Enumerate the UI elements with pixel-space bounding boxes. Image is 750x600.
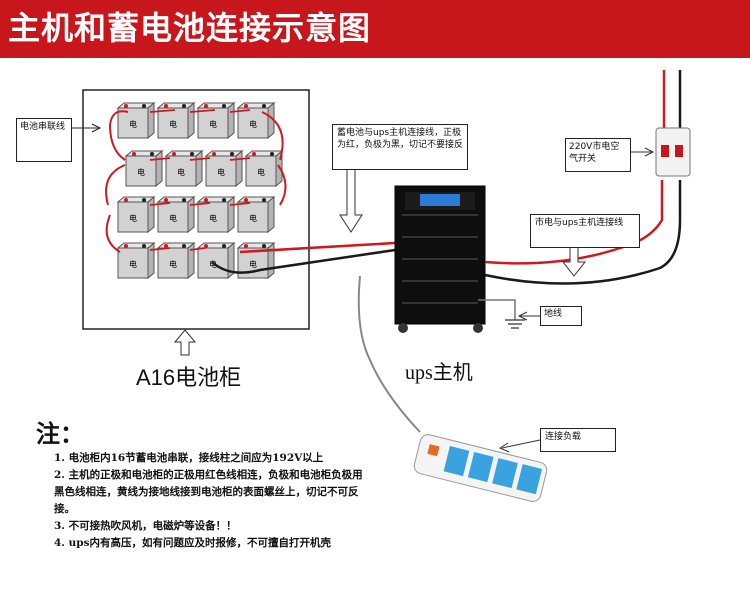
ground-wire: [478, 299, 516, 320]
notes-title: 注：: [36, 419, 84, 448]
battery-mark: 电: [249, 259, 257, 269]
battery-unit: 电: [196, 101, 236, 140]
battery-mark: 电: [209, 213, 217, 223]
battery-unit: 电: [164, 149, 204, 188]
series-wire-2: [105, 164, 126, 206]
note-item-2: 2. 主机的正极和电池柜的正极用红色线相连，负极和电池柜负极用黑色线相连，黄线为…: [54, 469, 363, 515]
battery-unit: 电: [236, 101, 276, 140]
battery-mark: 电: [169, 119, 177, 129]
breaker-callout: 220V市电空气开关: [565, 138, 631, 172]
ground-callout: 地线: [540, 306, 582, 326]
series-wire-4: [277, 164, 287, 206]
battery-mark: 电: [129, 119, 137, 129]
battery-mark: 电: [169, 213, 177, 223]
battery-negative-wire: [211, 248, 396, 274]
battery-unit: 电: [244, 149, 284, 188]
battery-unit: 电: [236, 195, 276, 234]
notes-list: 1. 电池柜内16节蓄电池串联，接线柱之间应为192V以上 2. 主机的正极和电…: [54, 450, 364, 552]
battery-mark: 电: [257, 167, 265, 177]
ups-tower: [394, 185, 486, 333]
battery-unit: 电: [124, 149, 164, 188]
down-arrow-icon: [561, 243, 587, 277]
battery-positive-wire: [239, 241, 396, 254]
battery-mark: 电: [137, 167, 145, 177]
battery-ups-wire-callout: 蓄电池与ups主机连接线，正极为红，负极为黑，切记不要接反: [332, 124, 468, 170]
battery-unit: 电: [156, 241, 196, 280]
battery-unit: 电: [116, 101, 156, 140]
load-cable: [357, 275, 421, 433]
battery-mark: 电: [209, 119, 217, 129]
battery-unit: 电: [204, 149, 244, 188]
series-wire-3: [261, 111, 284, 161]
mains-neutral-wire: [484, 180, 682, 285]
battery-mark: 电: [249, 119, 257, 129]
mains-ups-wire-callout: 市电与ups主机连接线: [530, 214, 640, 248]
up-arrow-icon: [173, 329, 197, 356]
ups-label: ups主机: [405, 362, 473, 384]
down-arrow-icon: [339, 165, 363, 233]
series-wire-callout: 电池串联线: [16, 118, 72, 162]
note-item-1: 1. 电池柜内16节蓄电池串联，接线柱之间应为192V以上: [54, 452, 324, 464]
load-callout: 连接负载: [540, 428, 616, 452]
breaker-switch: [655, 127, 691, 177]
battery-unit: 电: [116, 241, 156, 280]
battery-mark: 电: [249, 213, 257, 223]
battery-unit: 电: [156, 195, 196, 234]
battery-mark: 电: [169, 259, 177, 269]
power-strip: [413, 434, 548, 502]
mains-live-wire: [484, 180, 664, 265]
battery-unit: 电: [196, 195, 236, 234]
header-banner: 主机和蓄电池连接示意图: [0, 0, 750, 58]
battery-mark: 电: [177, 167, 185, 177]
battery-mark: 电: [129, 213, 137, 223]
series-wire-5: [105, 214, 121, 253]
battery-group: 电电电电电电电电电电电电电电电电: [116, 101, 284, 280]
page-title: 主机和蓄电池连接示意图: [8, 9, 372, 47]
battery-mark: 电: [217, 167, 225, 177]
battery-cabinet: [82, 89, 310, 330]
battery-unit: 电: [116, 195, 156, 234]
note-item-3: 3. 不可接热吹风机，电磁炉等设备！！: [54, 520, 237, 532]
cabinet-label: A16电池柜: [136, 365, 242, 390]
battery-mark: 电: [129, 259, 137, 269]
ground-symbol-icon: [505, 319, 525, 329]
series-wire-1: [108, 110, 129, 161]
battery-unit: 电: [156, 101, 196, 140]
note-item-4: 4. ups内有高压，如有问题应及时报修，不可擅自打开机壳: [54, 537, 332, 549]
